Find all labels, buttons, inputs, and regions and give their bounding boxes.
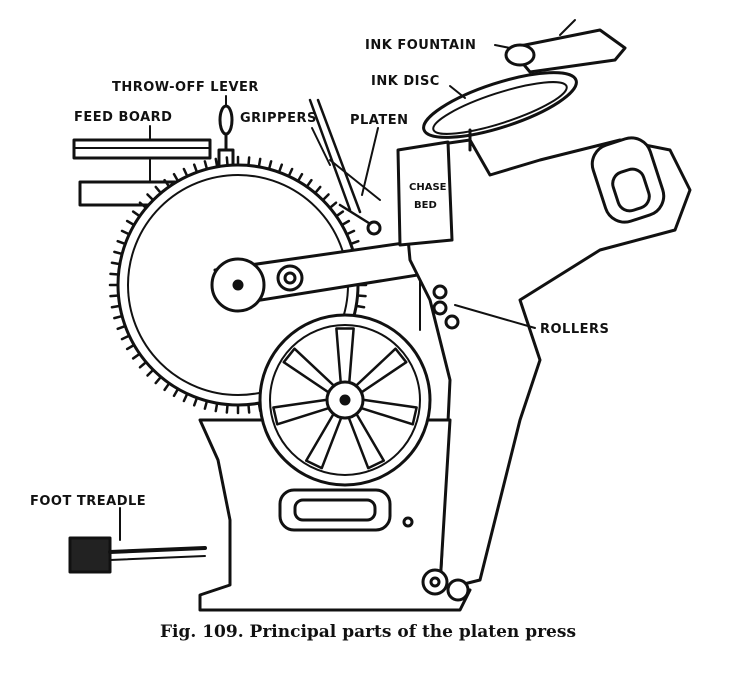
gear-tooth — [345, 229, 356, 236]
wheel-spoke — [335, 327, 355, 384]
gear-tooth — [116, 324, 127, 331]
grippers-shape — [308, 98, 382, 236]
gear-tooth — [203, 399, 209, 410]
gear-tooth — [257, 157, 262, 169]
gear-tooth — [138, 360, 148, 369]
gear-tooth — [225, 156, 229, 167]
label-foot-treadle: FOOT TREADLE — [30, 494, 147, 509]
gear-tooth — [354, 304, 366, 309]
gear-tooth — [335, 210, 345, 218]
ink-fountain-shape — [504, 19, 627, 74]
gear-tooth — [277, 163, 284, 174]
gear-tooth — [110, 304, 122, 309]
gear-tooth — [225, 403, 229, 414]
label-feed-board: FEED BOARD — [74, 110, 173, 125]
gear-tooth — [313, 185, 322, 195]
gear-tooth — [296, 172, 304, 183]
label-rollers: ROLLERS — [540, 322, 610, 337]
press-base-shape — [198, 418, 472, 612]
gear-tooth — [214, 401, 219, 413]
gear-tooth — [214, 157, 219, 169]
foot-treadle-shape — [68, 536, 207, 574]
gear-tooth — [247, 403, 251, 414]
gear-tooth — [192, 396, 199, 407]
label-ink-fountain: INK FOUNTAIN — [365, 38, 477, 53]
gear-tooth — [109, 294, 120, 298]
gear-tooth — [154, 375, 163, 385]
gear-tooth — [340, 219, 351, 227]
flywheel-shape — [258, 313, 432, 487]
gear-tooth — [131, 210, 141, 218]
label-ink-disc: INK DISC — [371, 74, 440, 89]
gear-tooth — [113, 250, 124, 256]
gear-tooth — [113, 314, 124, 320]
gear-tooth — [321, 193, 330, 202]
label-bed: BED — [414, 200, 437, 211]
press-frame-shape — [398, 136, 692, 592]
gear-tooth — [305, 178, 313, 188]
gear-tooth — [146, 368, 155, 377]
gear-tooth — [182, 167, 189, 178]
gear-tooth — [328, 201, 338, 210]
gear-tooth — [267, 160, 273, 171]
gear-tooth — [163, 382, 171, 392]
ink-disc-shape — [422, 71, 578, 152]
gear-tooth — [109, 272, 120, 276]
gear-tooth — [116, 239, 127, 246]
label-chase: CHASE — [409, 182, 447, 193]
gear-tooth — [172, 387, 180, 398]
gear-tooth — [120, 334, 131, 341]
wheel-axle — [339, 394, 351, 406]
label-platen: PLATEN — [350, 113, 409, 128]
gear-tooth — [154, 185, 163, 195]
gear-tooth — [138, 201, 148, 210]
gear-tooth — [192, 163, 199, 174]
gear-tooth — [131, 352, 141, 360]
label-leaders — [119, 44, 536, 541]
gear-tooth — [120, 229, 131, 236]
gear-tooth — [125, 219, 136, 227]
gear-tooth — [247, 156, 251, 167]
gear-tooth — [203, 160, 209, 171]
gear-tooth — [172, 172, 180, 183]
gear-tooth — [349, 239, 360, 246]
gear-tooth — [182, 392, 189, 403]
chase-bed-shape — [396, 140, 454, 247]
rollers-shape — [419, 279, 460, 331]
gear-tooth — [356, 294, 367, 298]
gear-tooth — [146, 193, 155, 202]
label-throw-off-lever: THROW-OFF LEVER — [112, 80, 259, 95]
gear-tooth — [163, 178, 171, 188]
label-grippers: GRIPPERS — [240, 111, 317, 126]
figure-caption: Fig. 109. Principal parts of the platen … — [159, 622, 577, 642]
gear-tooth — [287, 167, 294, 178]
gear-tooth — [125, 343, 136, 351]
gear-tooth — [110, 261, 122, 266]
